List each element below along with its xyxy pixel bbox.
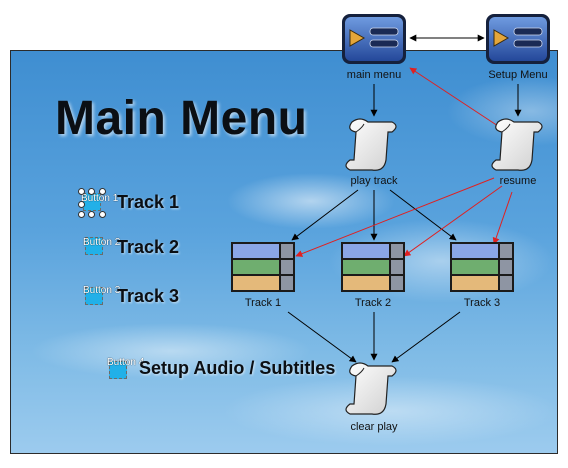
- selection-handle[interactable]: [78, 211, 85, 218]
- node-clear-play-label: clear play: [350, 421, 398, 433]
- track-strip-icon: [450, 242, 514, 292]
- selection-handle[interactable]: [99, 188, 106, 195]
- button-tag-1: Button 1: [81, 193, 119, 204]
- link-play-track3: [389, 189, 457, 241]
- node-setup-menu[interactable]: Setup Menu: [486, 14, 550, 81]
- node-play-track-label: play track: [350, 175, 398, 187]
- link-play-track1: [291, 189, 359, 241]
- node-track-2[interactable]: Track 2: [341, 242, 405, 309]
- node-track-3-label: Track 3: [464, 297, 500, 309]
- selection-handle[interactable]: [78, 201, 85, 208]
- link-resume-track3: [492, 191, 513, 245]
- link-track1-clear: [287, 311, 357, 363]
- track-strip-icon: [341, 242, 405, 292]
- menu-item-track-3[interactable]: Track 3: [117, 286, 180, 306]
- selection-handle[interactable]: [88, 211, 95, 218]
- node-setup-menu-label: Setup Menu: [488, 69, 547, 81]
- node-main-menu-label: main menu: [347, 69, 401, 81]
- link-track3-clear: [391, 311, 461, 363]
- node-play-track[interactable]: play track: [345, 118, 398, 187]
- link-resume-track2: [403, 185, 503, 257]
- button-slot-4[interactable]: [109, 361, 127, 379]
- menu-item-track-1[interactable]: Track 1: [117, 192, 180, 212]
- button-slot-3[interactable]: [85, 287, 103, 305]
- menu-node-icon: [486, 14, 550, 64]
- node-track-1-label: Track 1: [245, 297, 281, 309]
- menu-title: Main Menu: [55, 92, 308, 145]
- selection-handle[interactable]: [99, 211, 106, 218]
- menu-item-track-2[interactable]: Track 2: [117, 237, 180, 257]
- node-resume-label: resume: [500, 175, 537, 187]
- node-resume[interactable]: resume: [491, 118, 543, 187]
- button-tag-3: Button 3: [83, 285, 121, 296]
- script-scroll-icon: [491, 118, 543, 171]
- menu-item-setup-audio-subtitles[interactable]: Setup Audio / Subtitles: [139, 358, 336, 378]
- script-scroll-icon: [345, 118, 397, 171]
- selection-handle[interactable]: [78, 188, 85, 195]
- button-slot-2[interactable]: [85, 237, 103, 255]
- script-scroll-icon: [345, 362, 397, 415]
- link-resume-track1: [295, 177, 495, 257]
- node-main-menu[interactable]: main menu: [342, 14, 406, 81]
- menu-node-icon: [342, 14, 406, 64]
- node-track-2-label: Track 2: [355, 297, 391, 309]
- track-strip-icon: [231, 242, 295, 292]
- node-track-3[interactable]: Track 3: [450, 242, 514, 309]
- link-resume-main: [409, 67, 499, 127]
- button-tag-2: Button 2: [83, 237, 121, 248]
- node-clear-play[interactable]: clear play: [345, 362, 398, 433]
- selection-handle[interactable]: [88, 188, 95, 195]
- node-track-1[interactable]: Track 1: [231, 242, 295, 309]
- button-tag-4: Button 4: [107, 357, 145, 368]
